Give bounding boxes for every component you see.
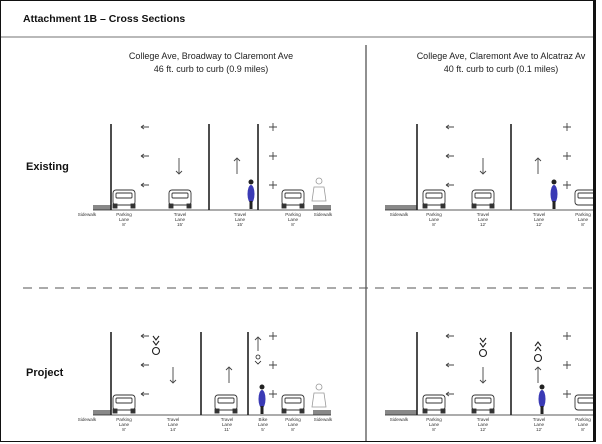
lane-label-sidewalk: Sidewalk bbox=[77, 212, 97, 217]
lane-label-sidewalk: Sidewalk bbox=[77, 417, 97, 422]
car-icon bbox=[168, 189, 192, 209]
sharrow-icon bbox=[478, 337, 543, 363]
travel-direction-arrows bbox=[479, 366, 542, 384]
arrow-icon bbox=[140, 123, 277, 189]
lane-label-sidewalk: Sidewalk bbox=[313, 212, 333, 217]
car-icon bbox=[422, 394, 446, 414]
lane-label-sidewalk: Sidewalk bbox=[389, 417, 409, 422]
left-project-section bbox=[93, 332, 331, 416]
right-column-header: College Ave, Claremont Ave to Alcatraz A… bbox=[401, 50, 593, 76]
car-icon bbox=[574, 394, 593, 411]
cyclist-icon bbox=[247, 179, 255, 209]
car-icon bbox=[112, 189, 136, 209]
right-existing-section bbox=[385, 123, 593, 211]
bike-lane-symbol-icon bbox=[254, 354, 262, 365]
car-icon bbox=[471, 394, 495, 414]
car-icon bbox=[574, 189, 593, 206]
cyclist-icon bbox=[538, 384, 546, 414]
cyclist-icon bbox=[550, 179, 558, 209]
existing-row-label: Existing bbox=[26, 161, 69, 173]
left-existing-section bbox=[93, 123, 331, 211]
sidewalk-left bbox=[93, 410, 111, 415]
page-title: Attachment 1B – Cross Sections bbox=[23, 13, 186, 25]
right-project-section bbox=[385, 332, 593, 416]
car-icon bbox=[422, 189, 446, 209]
arrow-icon bbox=[445, 332, 571, 398]
sidewalk-left bbox=[385, 410, 417, 415]
car-icon bbox=[214, 394, 238, 414]
car-icon bbox=[471, 189, 495, 209]
car-icon bbox=[281, 394, 305, 414]
travel-direction-arrows bbox=[479, 157, 542, 175]
car-icon bbox=[281, 189, 305, 209]
lane-label-sidewalk: Sidewalk bbox=[313, 417, 333, 422]
project-row-label: Project bbox=[26, 367, 64, 379]
car-icon bbox=[112, 394, 136, 414]
arrow-icon bbox=[445, 123, 571, 189]
right-segment-name: College Ave, Claremont Ave to Alcatraz A… bbox=[416, 51, 586, 61]
sharrow-icon bbox=[151, 335, 161, 356]
pedestrian-icon bbox=[311, 177, 327, 202]
right-width-text: 40 ft. curb to curb (0.1 miles) bbox=[443, 64, 559, 74]
cyclist-icon bbox=[258, 384, 266, 414]
left-width-text: 46 ft. curb to curb (0.9 miles) bbox=[153, 64, 269, 74]
sidewalk-left bbox=[93, 205, 111, 210]
lane-label-sidewalk: Sidewalk bbox=[389, 212, 409, 217]
travel-direction-arrows bbox=[175, 157, 241, 175]
travel-direction-arrows bbox=[169, 336, 262, 384]
sidewalk-right bbox=[313, 205, 331, 210]
sidewalk-left bbox=[385, 205, 417, 210]
sidewalk-right bbox=[313, 410, 331, 415]
arrow-icon bbox=[140, 332, 277, 398]
left-segment-name: College Ave, Broadway to Claremont Ave bbox=[128, 51, 294, 61]
pedestrian-icon bbox=[311, 383, 327, 408]
left-column-header: College Ave, Broadway to Claremont Ave 4… bbox=[111, 50, 311, 76]
